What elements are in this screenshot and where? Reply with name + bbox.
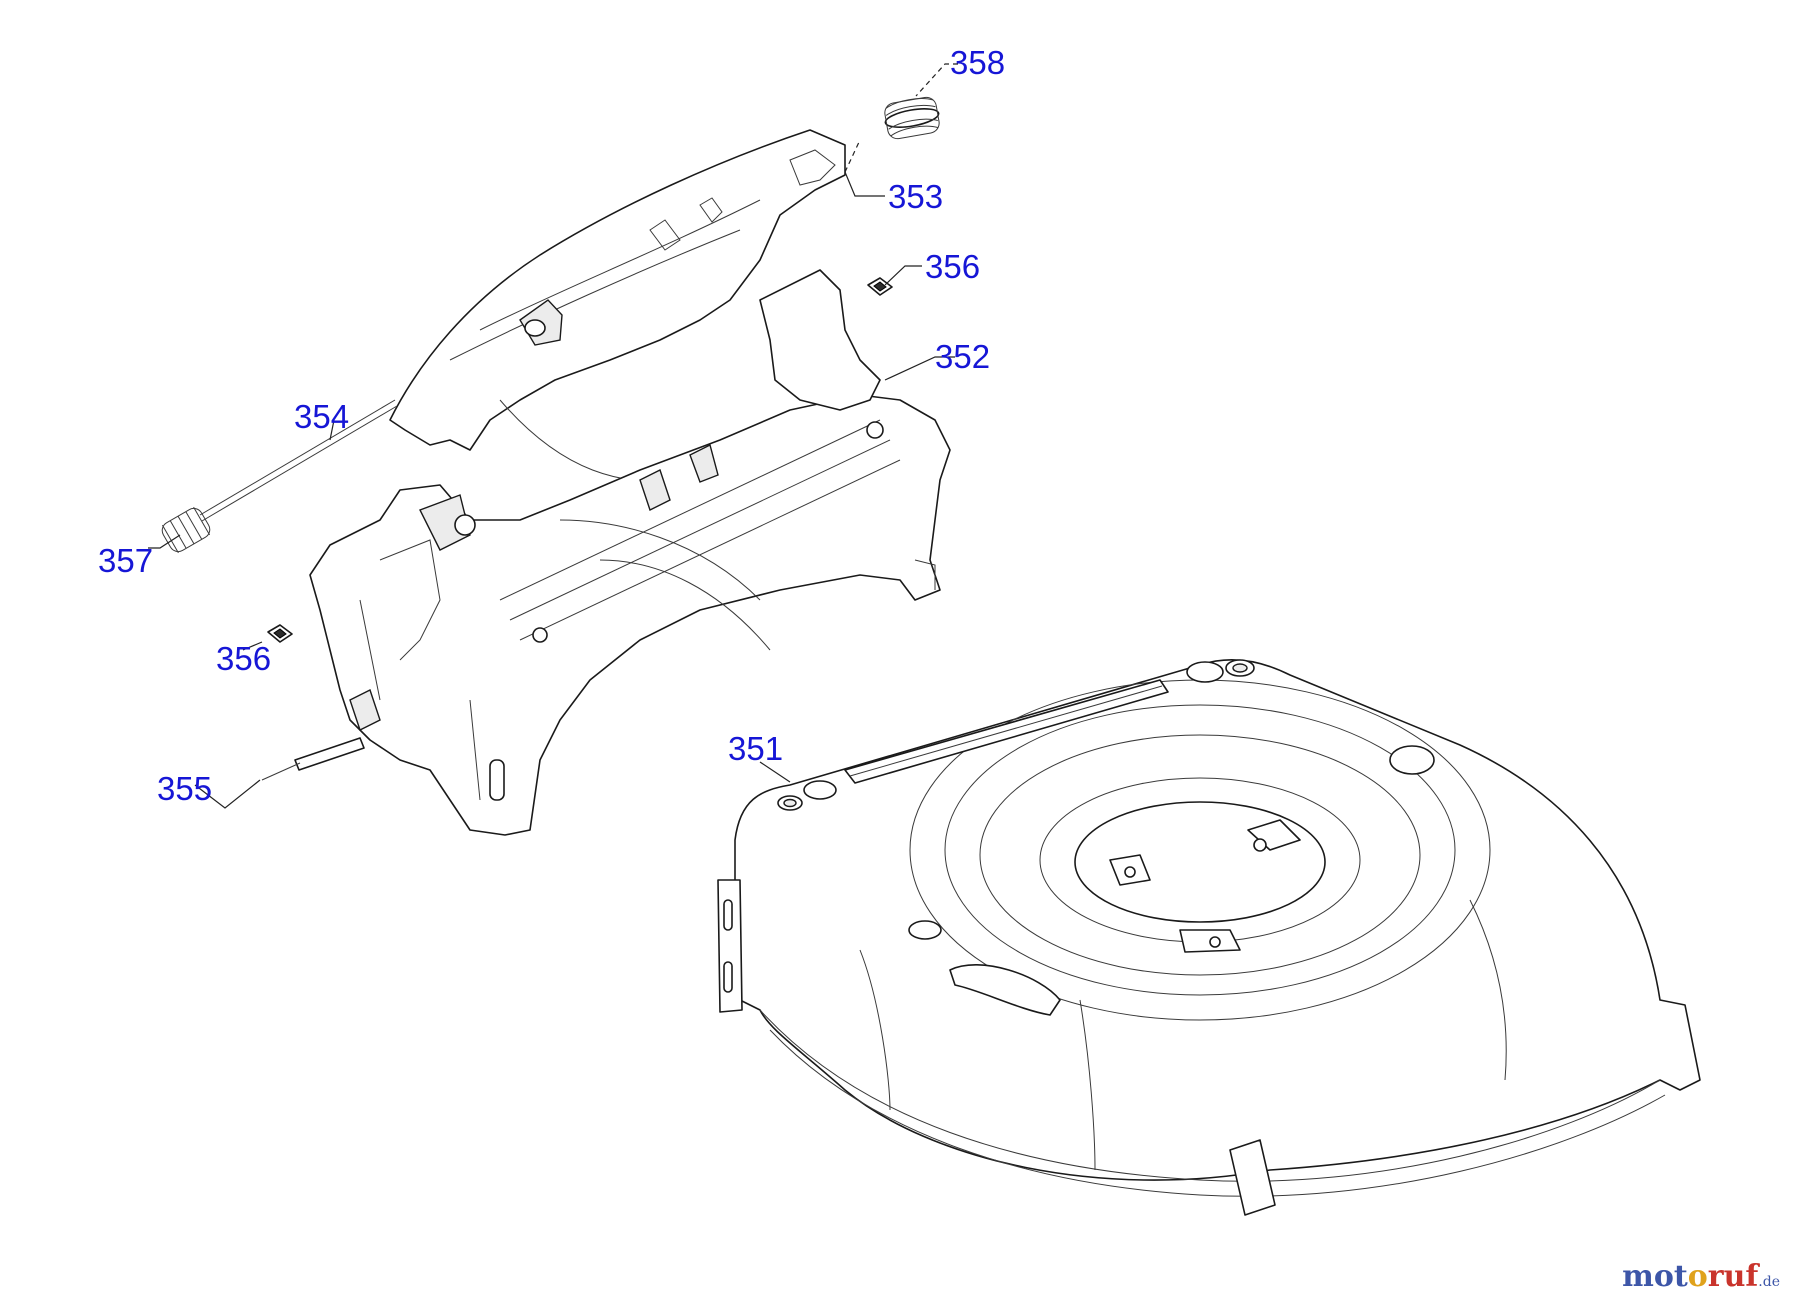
callout-351: 351	[728, 730, 784, 767]
callout-356-lower: 356	[216, 640, 272, 677]
part-353-cover[interactable]	[389, 129, 846, 483]
part-352-rear-frame[interactable]	[309, 269, 951, 836]
part-355-pin[interactable]	[261, 737, 365, 781]
callout-353: 353	[888, 178, 944, 215]
leader-lines	[148, 63, 958, 809]
part-356-nut-upper[interactable]	[867, 277, 893, 296]
leader-357	[148, 534, 181, 549]
leader-353-ext	[844, 139, 861, 173]
part-356-nut-lower[interactable]	[267, 624, 293, 643]
callout-352: 352	[935, 338, 991, 375]
callout-357: 357	[98, 542, 154, 579]
callout-356-upper: 356	[925, 248, 981, 285]
part-351-deck-housing[interactable]	[717, 659, 1701, 1216]
part-358-spring[interactable]	[882, 95, 942, 140]
motoruf-watermark-logo: motoruf.de	[1622, 1259, 1780, 1294]
callout-358: 358	[950, 44, 1006, 81]
callout-355: 355	[157, 770, 213, 807]
leader-355	[194, 779, 261, 809]
leader-354	[329, 419, 335, 441]
part-354-rod[interactable]	[199, 399, 398, 522]
leader-356a	[884, 265, 922, 286]
leader-352	[884, 356, 955, 381]
leader-351	[759, 761, 791, 783]
leader-353	[844, 171, 885, 197]
leader-358	[915, 63, 958, 97]
callout-354: 354	[294, 398, 350, 435]
leader-356b	[242, 641, 263, 651]
